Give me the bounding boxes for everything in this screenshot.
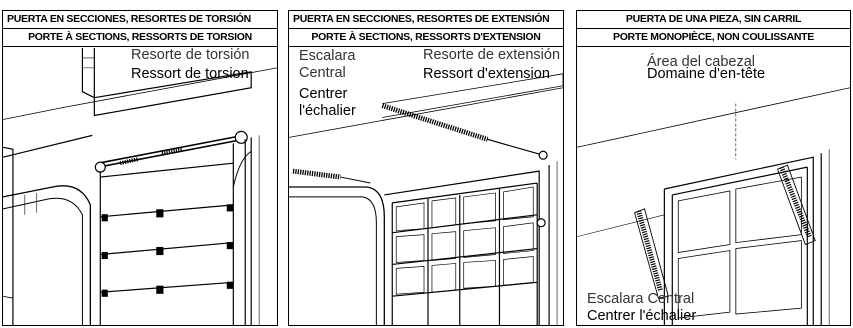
panel-title-spanish: PUERTA DE UNA PIEZA, SIN CARRIL xyxy=(577,11,850,29)
panel-title-spanish: PUERTA EN SECCIONES, RESORTES DE TORSIÓN xyxy=(3,11,277,29)
label-center-ladder-es: Escalara Central xyxy=(587,291,695,307)
torsion-door-illustration xyxy=(3,48,277,325)
panel-torsion-springs: PUERTA EN SECCIONES, RESORTES DE TORSIÓN… xyxy=(2,10,278,326)
label-center-ladder-es: Escalara Central xyxy=(299,48,356,81)
label-extension-spring-fr: Ressort d'extension xyxy=(423,66,550,82)
panel-one-piece-door: PUERTA DE UNA PIEZA, SIN CARRIL PORTE MO… xyxy=(576,10,851,326)
label-center-ladder-fr: Centrer l'échalier xyxy=(587,308,697,324)
panel-extension-springs: PUERTA EN SECCIONES, RESORTES DE EXTENSI… xyxy=(288,10,564,326)
panel-title-french: PORTE À SECTIONS, RESSORTS D'EXTENSION xyxy=(289,29,563,47)
label-header-area-fr: Domaine d'en-tête xyxy=(647,66,766,82)
panel-title-french: PORTE MONOPIÈCE, NON COULISSANTE xyxy=(577,29,850,47)
one-piece-door-illustration xyxy=(577,87,850,325)
extension-door-illustration xyxy=(289,73,563,325)
label-header-area-es: Área del cabezal xyxy=(647,54,756,70)
label-torsion-spring-fr: Ressort de torsion xyxy=(131,66,249,82)
panel-title-spanish: PUERTA EN SECCIONES, RESORTES DE EXTENSI… xyxy=(289,11,563,29)
panel-title-french: PORTE À SECTIONS, RESSORTS DE TORSION xyxy=(3,29,277,47)
label-torsion-spring-es: Resorte de torsión xyxy=(131,47,250,63)
label-extension-spring-es: Resorte de extensión xyxy=(423,47,561,63)
label-center-ladder-fr: Centrer l'échalier xyxy=(299,86,356,119)
